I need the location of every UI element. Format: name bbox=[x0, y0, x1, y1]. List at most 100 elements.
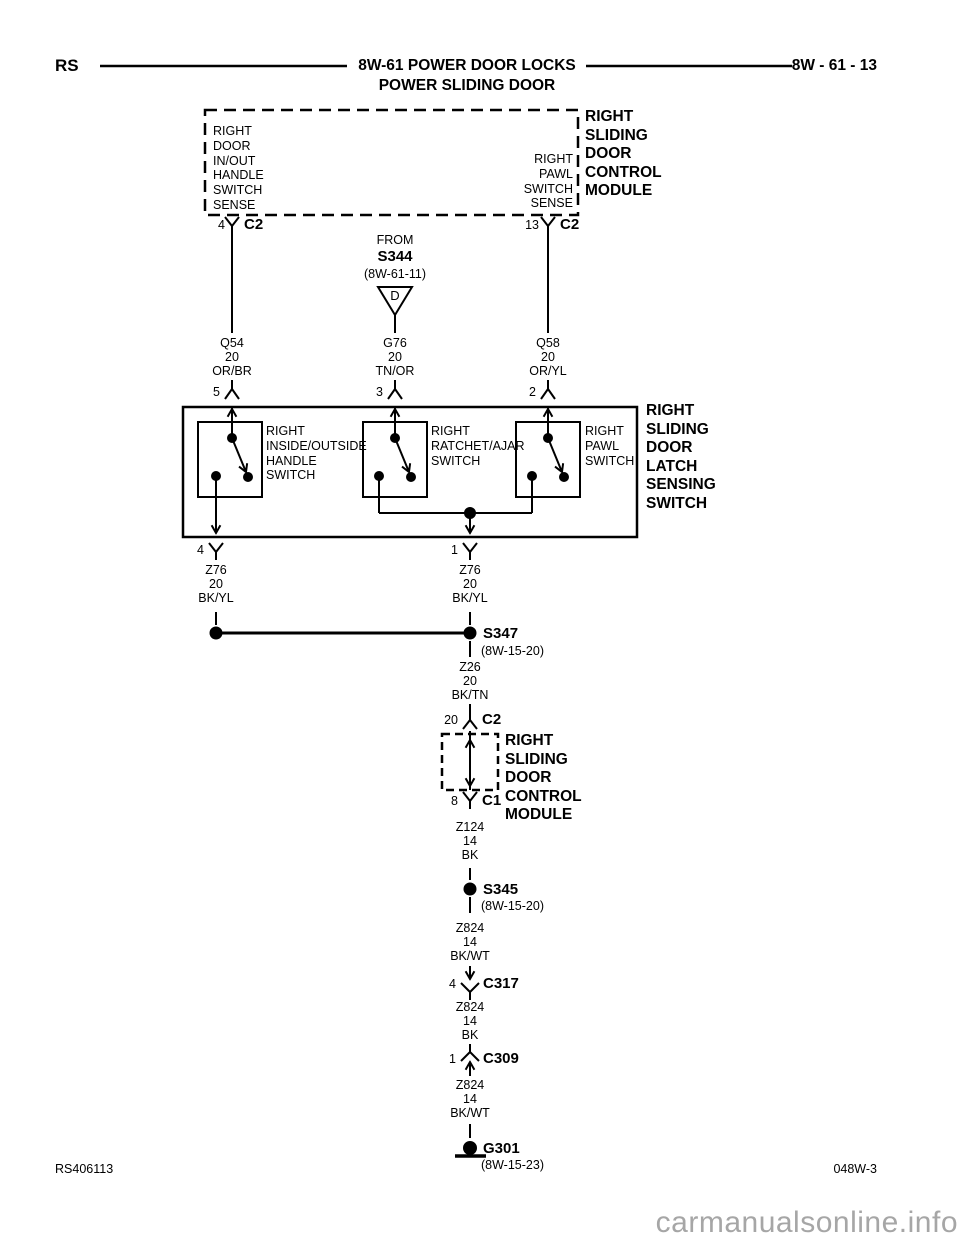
latch-pin2-number: 2 bbox=[529, 385, 536, 399]
wire-circuit: Z76 bbox=[459, 563, 481, 577]
handle-switch-label: RIGHT INSIDE/OUTSIDE HANDLE SWITCH bbox=[266, 424, 367, 483]
wire-label-z824-top: Z824 14 BK/WT bbox=[425, 921, 515, 963]
latch-sensing-switch-box bbox=[181, 405, 639, 539]
splice-s345-symbol bbox=[463, 882, 477, 913]
latch-bottom-pin-symbols bbox=[208, 542, 478, 560]
wire-gauge: 20 bbox=[463, 674, 477, 688]
connector-c2-pin13-number: 13 bbox=[525, 218, 539, 232]
footer-sheet-code: 048W-3 bbox=[833, 1162, 877, 1176]
mid-module-name: RIGHT SLIDING DOOR CONTROL MODULE bbox=[505, 732, 582, 824]
splice-s347-ref: (8W-15-20) bbox=[481, 644, 544, 658]
page-subtitle: POWER SLIDING DOOR bbox=[378, 77, 556, 94]
connector-c309-pin-number: 1 bbox=[449, 1052, 456, 1066]
latch-pin4-number: 4 bbox=[197, 543, 204, 557]
wire-circuit: Z824 bbox=[455, 1000, 485, 1014]
mid-module-dashed-box bbox=[440, 732, 500, 792]
pawl-switch-label: RIGHT PAWL SWITCH bbox=[585, 424, 635, 468]
wire-color: BK/WT bbox=[450, 949, 490, 963]
latch-pin1-number: 1 bbox=[451, 543, 458, 557]
inline-connector-c309-symbol bbox=[460, 1044, 480, 1076]
ground-g301-symbol bbox=[455, 1124, 486, 1158]
top-module-left-function-label: RIGHT DOOR IN/OUT HANDLE SWITCH SENSE bbox=[213, 124, 264, 212]
connector-c2-pin13-symbol bbox=[540, 216, 556, 333]
source-triangle-letter: D bbox=[390, 288, 400, 303]
watermark: carmanualsonline.info bbox=[655, 1206, 958, 1239]
wire-label-q54: Q54 20 OR/BR bbox=[187, 336, 277, 378]
wire-color: BK bbox=[461, 1028, 479, 1042]
wire-color: OR/YL bbox=[529, 364, 567, 378]
handle-switch-box bbox=[197, 421, 263, 498]
page-code: RS bbox=[55, 56, 79, 75]
wire-gauge: 20 bbox=[541, 350, 555, 364]
connector-c2-pin4-symbol bbox=[224, 216, 240, 333]
wire-circuit: Z124 bbox=[455, 820, 485, 834]
connector-c1-pin8-symbol bbox=[462, 791, 478, 809]
wire-label-z76-right: Z76 20 BK/YL bbox=[425, 563, 515, 605]
wire-circuit: G76 bbox=[383, 336, 407, 350]
connector-c1-pin8-name: C1 bbox=[482, 792, 502, 809]
pawl-switch-box bbox=[515, 421, 581, 498]
wire-label-q58: Q58 20 OR/YL bbox=[503, 336, 593, 378]
wire-color: TN/OR bbox=[375, 364, 415, 378]
ground-g301-name: G301 bbox=[483, 1140, 520, 1157]
connector-c2-pin13-name: C2 bbox=[560, 216, 580, 233]
ratchet-ajar-switch-symbol bbox=[374, 433, 416, 482]
wire-label-z824-bottom: Z824 14 BK/WT bbox=[425, 1078, 515, 1120]
wire-color: BK/WT bbox=[450, 1106, 490, 1120]
wire-gauge: 20 bbox=[209, 577, 223, 591]
wire-gauge: 20 bbox=[225, 350, 239, 364]
latch-pin3-number: 3 bbox=[376, 385, 383, 399]
latch-top-pin-symbols bbox=[224, 380, 556, 400]
latch-sensing-switch-name: RIGHT SLIDING DOOR LATCH SENSING SWITCH bbox=[646, 402, 716, 512]
latch-internal-wiring bbox=[216, 480, 533, 533]
connector-c2-pin20-name: C2 bbox=[482, 711, 502, 728]
wire-color: BK bbox=[461, 848, 479, 862]
top-module-name: RIGHT SLIDING DOOR CONTROL MODULE bbox=[585, 108, 662, 200]
wire-circuit: Z76 bbox=[205, 563, 227, 577]
wire-label-z76-left: Z76 20 BK/YL bbox=[171, 563, 261, 605]
wire-label-z26: Z26 20 BK/TN bbox=[425, 660, 515, 702]
connector-c309-name: C309 bbox=[483, 1050, 519, 1067]
connector-c2-pin20-number: 20 bbox=[444, 713, 458, 727]
ratchet-ajar-switch-label: RIGHT RATCHET/AJAR SWITCH bbox=[431, 424, 525, 468]
connector-c317-name: C317 bbox=[483, 975, 519, 992]
wire-gauge: 20 bbox=[463, 577, 477, 591]
wire-circuit: Z26 bbox=[459, 660, 481, 674]
page-number: 8W - 61 - 13 bbox=[791, 57, 877, 74]
wire-gauge: 14 bbox=[463, 935, 477, 949]
ground-g301-ref: (8W-15-23) bbox=[481, 1158, 544, 1172]
wire-circuit: Q54 bbox=[220, 336, 244, 350]
wire-gauge: 20 bbox=[388, 350, 402, 364]
connector-c2-pin20-symbol bbox=[462, 704, 478, 734]
splice-s347-name: S347 bbox=[483, 625, 519, 642]
top-module-right-function-label: RIGHT PAWL SWITCH SENSE bbox=[523, 152, 573, 211]
inline-connector-c317-symbol bbox=[460, 966, 480, 1000]
source-prefix: FROM bbox=[376, 233, 414, 247]
source-ref: (8W-61-11) bbox=[363, 267, 427, 281]
wire-label-g76: G76 20 TN/OR bbox=[350, 336, 440, 378]
connector-c1-pin8-number: 8 bbox=[451, 794, 458, 808]
connector-c317-pin-number: 4 bbox=[449, 977, 456, 991]
wire-gauge: 14 bbox=[463, 834, 477, 848]
wire-circuit: Z824 bbox=[455, 921, 485, 935]
page-title: 8W-61 POWER DOOR LOCKS bbox=[358, 57, 576, 74]
top-module-dashed-box bbox=[203, 108, 580, 217]
splice-s345-ref: (8W-15-20) bbox=[481, 899, 544, 913]
source-splice-name: S344 bbox=[377, 248, 413, 265]
handle-switch-symbol bbox=[211, 433, 253, 482]
wire-circuit: Q58 bbox=[536, 336, 560, 350]
wire-color: BK/TN bbox=[451, 688, 489, 702]
connector-c2-pin4-number: 4 bbox=[218, 218, 225, 232]
wire-gauge: 14 bbox=[463, 1092, 477, 1106]
wire-label-z124: Z124 14 BK bbox=[425, 820, 515, 862]
splice-s345-name: S345 bbox=[483, 881, 519, 898]
splice-s347-symbol bbox=[209, 626, 477, 657]
wire-label-z824-mid: Z824 14 BK bbox=[425, 1000, 515, 1042]
footer-drawing-code: RS406113 bbox=[55, 1162, 114, 1176]
wire-gauge: 14 bbox=[463, 1014, 477, 1028]
ratchet-ajar-switch-box bbox=[362, 421, 428, 498]
connector-c2-pin4-name: C2 bbox=[244, 216, 264, 233]
wire-color: BK/YL bbox=[452, 591, 488, 605]
